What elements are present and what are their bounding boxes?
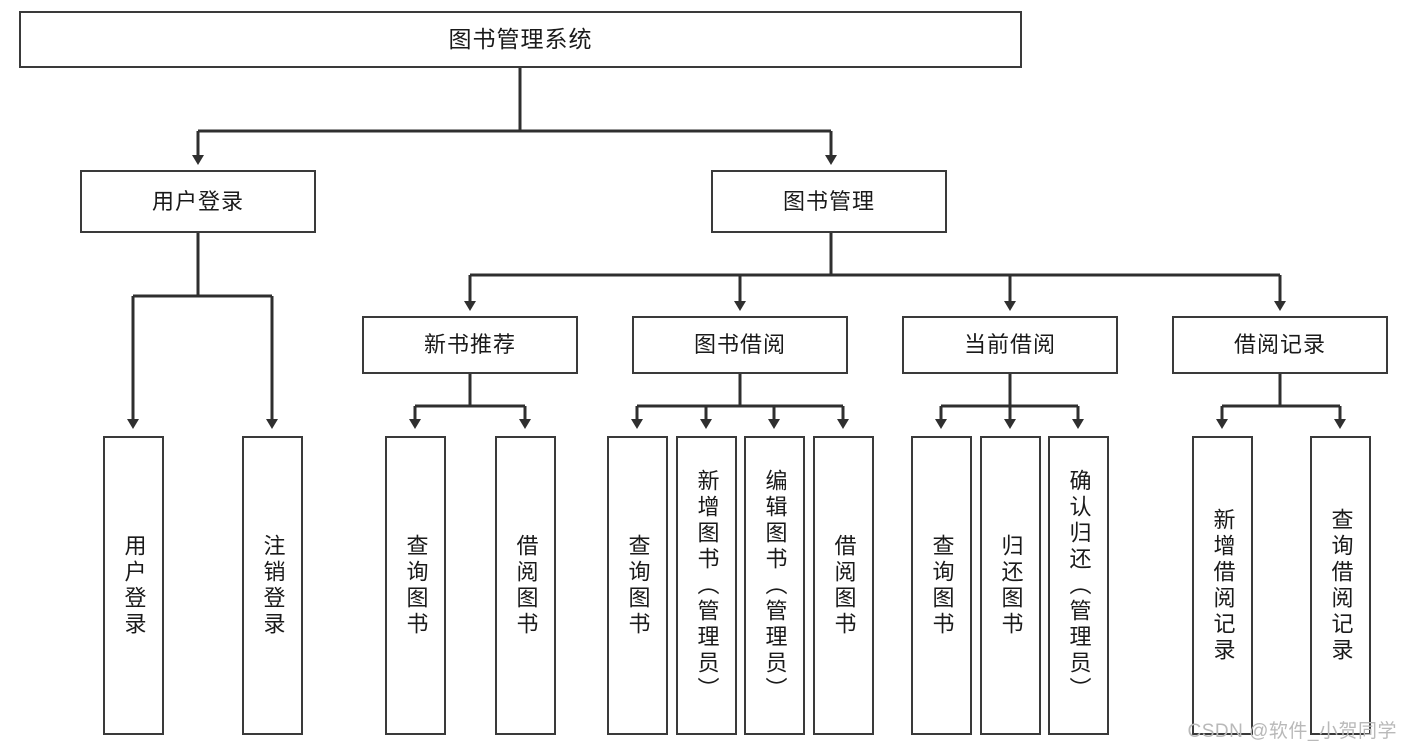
leaf-add-book-admin[interactable]: 新增图书（管理员）: [676, 436, 737, 735]
leaf-edit-book-admin[interactable]: 编辑图书（管理员）: [744, 436, 805, 735]
node-label: 查询借阅记录: [1328, 507, 1354, 664]
node-label: 查询图书: [403, 533, 429, 638]
node-label: 用户登录: [151, 188, 244, 214]
node-new-book-recommend[interactable]: 新书推荐: [362, 316, 578, 374]
leaf-return-books[interactable]: 归还图书: [980, 436, 1041, 735]
node-label: 查询图书: [625, 533, 651, 638]
node-label: 图书借阅: [693, 332, 786, 358]
node-label: 借阅记录: [1233, 332, 1326, 358]
leaf-logout[interactable]: 注销登录: [242, 436, 303, 735]
leaf-confirm-return-admin[interactable]: 确认归还（管理员）: [1048, 436, 1109, 735]
node-label: 图书管理: [782, 188, 875, 214]
node-label: 查询图书: [929, 533, 955, 638]
leaf-query-books-borrow[interactable]: 查询图书: [607, 436, 668, 735]
node-label: 当前借阅: [963, 332, 1056, 358]
node-borrow-records[interactable]: 借阅记录: [1172, 316, 1388, 374]
leaf-add-borrow-record[interactable]: 新增借阅记录: [1192, 436, 1253, 735]
leaf-user-login[interactable]: 用户登录: [103, 436, 164, 735]
node-book-borrow[interactable]: 图书借阅: [632, 316, 848, 374]
node-user-login[interactable]: 用户登录: [80, 170, 316, 233]
node-label: 新增图书（管理员）: [694, 468, 720, 703]
node-label: 图书管理系统: [448, 26, 593, 53]
node-label: 新增借阅记录: [1210, 507, 1236, 664]
node-book-management[interactable]: 图书管理: [711, 170, 947, 233]
node-current-borrow[interactable]: 当前借阅: [902, 316, 1118, 374]
node-label: 借阅图书: [513, 533, 539, 638]
leaf-borrow-books-recommend[interactable]: 借阅图书: [495, 436, 556, 735]
leaf-borrow-books[interactable]: 借阅图书: [813, 436, 874, 735]
watermark: CSDN @软件_小贺同学: [1187, 721, 1397, 742]
leaf-query-borrow-record[interactable]: 查询借阅记录: [1310, 436, 1371, 735]
node-label: 注销登录: [260, 533, 286, 638]
leaf-query-books-current[interactable]: 查询图书: [911, 436, 972, 735]
node-label: 编辑图书（管理员）: [762, 468, 788, 703]
node-label: 借阅图书: [831, 533, 857, 638]
node-label: 用户登录: [121, 533, 147, 638]
node-label: 新书推荐: [423, 332, 516, 358]
node-label: 确认归还（管理员）: [1066, 468, 1092, 703]
node-root-system[interactable]: 图书管理系统: [19, 11, 1022, 68]
leaf-query-books-recommend[interactable]: 查询图书: [385, 436, 446, 735]
node-label: 归还图书: [998, 533, 1024, 638]
